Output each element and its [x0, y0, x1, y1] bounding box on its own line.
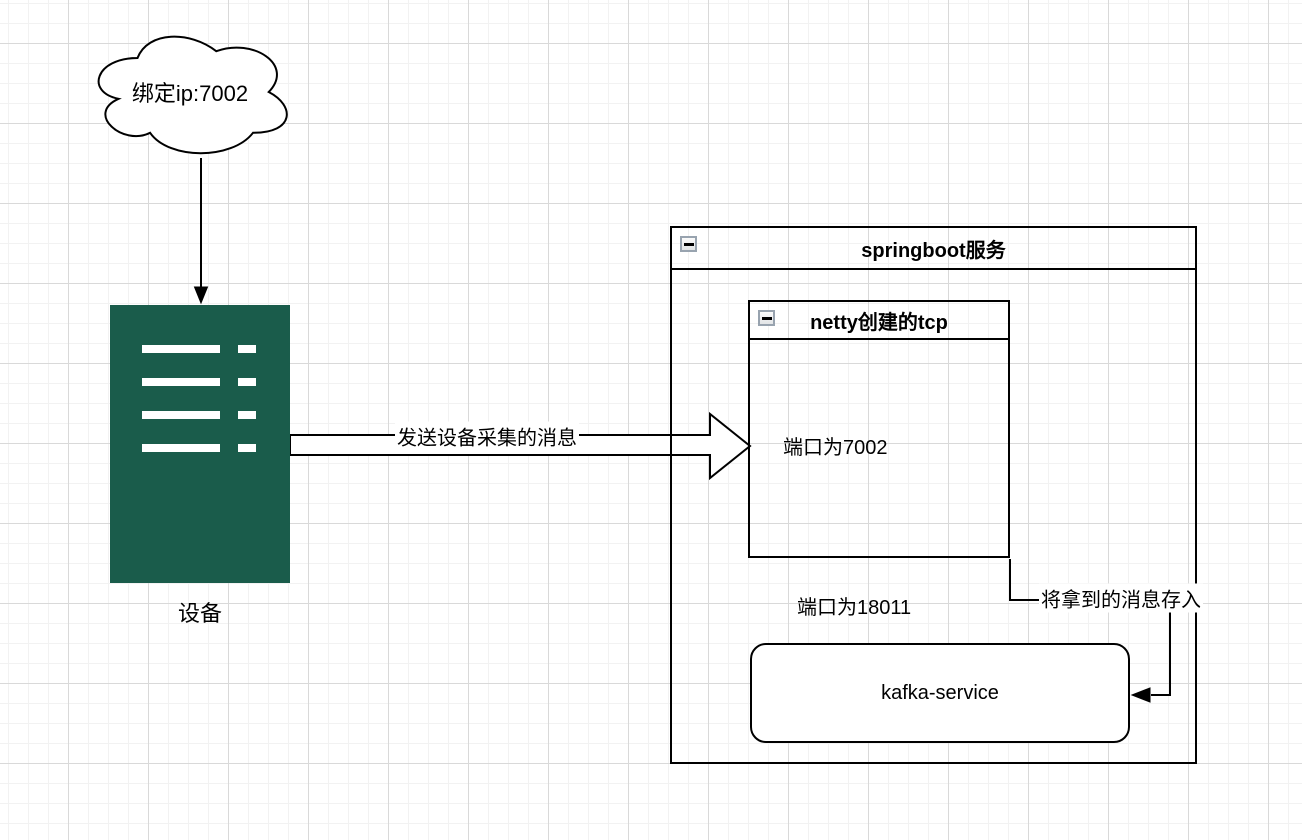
netty-container[interactable]: netty创建的tcp — [748, 300, 1010, 558]
springboot-title: springboot服务 — [861, 239, 1006, 262]
netty-header: netty创建的tcp — [750, 302, 1008, 340]
device-node[interactable] — [110, 305, 290, 583]
springboot-header: springboot服务 — [672, 228, 1195, 270]
minus-collapse-icon[interactable] — [680, 236, 697, 252]
netty-title: netty创建的tcp — [810, 311, 948, 334]
netty-port-label: 端口为7002 — [783, 437, 888, 459]
minus-collapse-icon[interactable] — [758, 310, 775, 326]
store-edge-label: 将拿到的消息存入 — [1039, 583, 1203, 613]
cloud-label: 绑定ip:7002 — [131, 81, 249, 106]
kafka-service-label: kafka-service — [881, 681, 999, 704]
springboot-port-label: 端口为18011 — [797, 597, 912, 619]
device-label: 设备 — [177, 601, 222, 626]
kafka-service-node[interactable]: kafka-service — [750, 643, 1130, 743]
springboot-container[interactable]: springboot服务 — [670, 226, 1197, 764]
send-edge-label: 发送设备采集的消息 — [395, 421, 579, 451]
cloud-shape[interactable] — [97, 35, 288, 155]
cloud-to-device-arrow — [193, 158, 209, 305]
